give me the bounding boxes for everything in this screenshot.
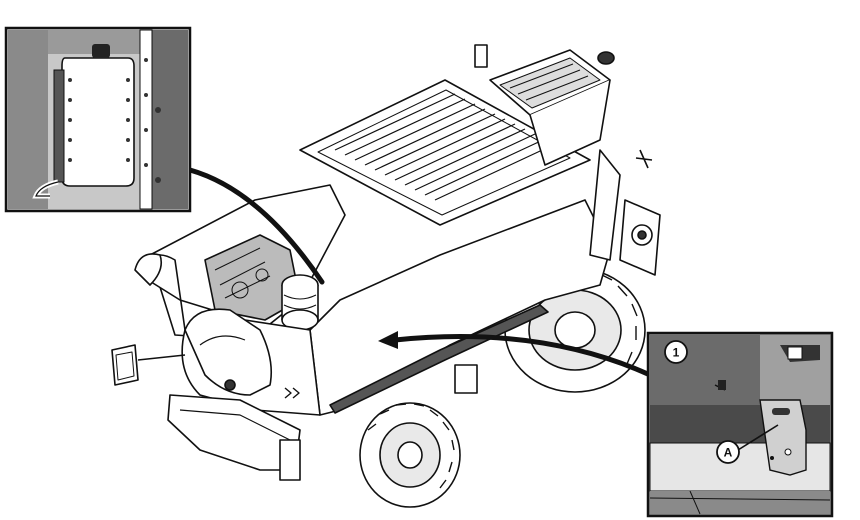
reservoir-cap: [92, 44, 110, 58]
discharge-chute: [184, 308, 273, 396]
rear-frame: [167, 394, 301, 471]
coolant-reservoir: [61, 57, 135, 187]
leader-arrow-right: [392, 334, 653, 378]
callout-number-label: 1: [673, 346, 680, 360]
rear-wheel-left: [359, 402, 461, 508]
inset-bottom-right: 1 A: [646, 331, 834, 518]
callout-letter-circle: [716, 440, 740, 464]
access-door: [454, 364, 478, 394]
hub-marker: [224, 379, 236, 391]
leader-arrow-top: [187, 167, 325, 285]
reservoir-bracket: [53, 69, 65, 183]
engine-compartment: [149, 184, 346, 341]
slow-moving-sign: [111, 344, 186, 386]
rear-lamp: [134, 253, 163, 286]
side-ladder: [589, 149, 661, 276]
grain-tank: [474, 44, 615, 166]
callout-a-leader: [737, 424, 779, 451]
callout-letter-label: A: [724, 446, 733, 460]
chevron-markings: [284, 387, 300, 399]
top-hood: [299, 79, 591, 226]
callout-number-circle: [664, 340, 688, 364]
combine-harvester: [111, 44, 661, 508]
inset-top-left: [4, 26, 192, 213]
rear-step: [279, 439, 301, 481]
side-stripe: [329, 304, 549, 414]
arrowhead-right: [378, 331, 398, 349]
